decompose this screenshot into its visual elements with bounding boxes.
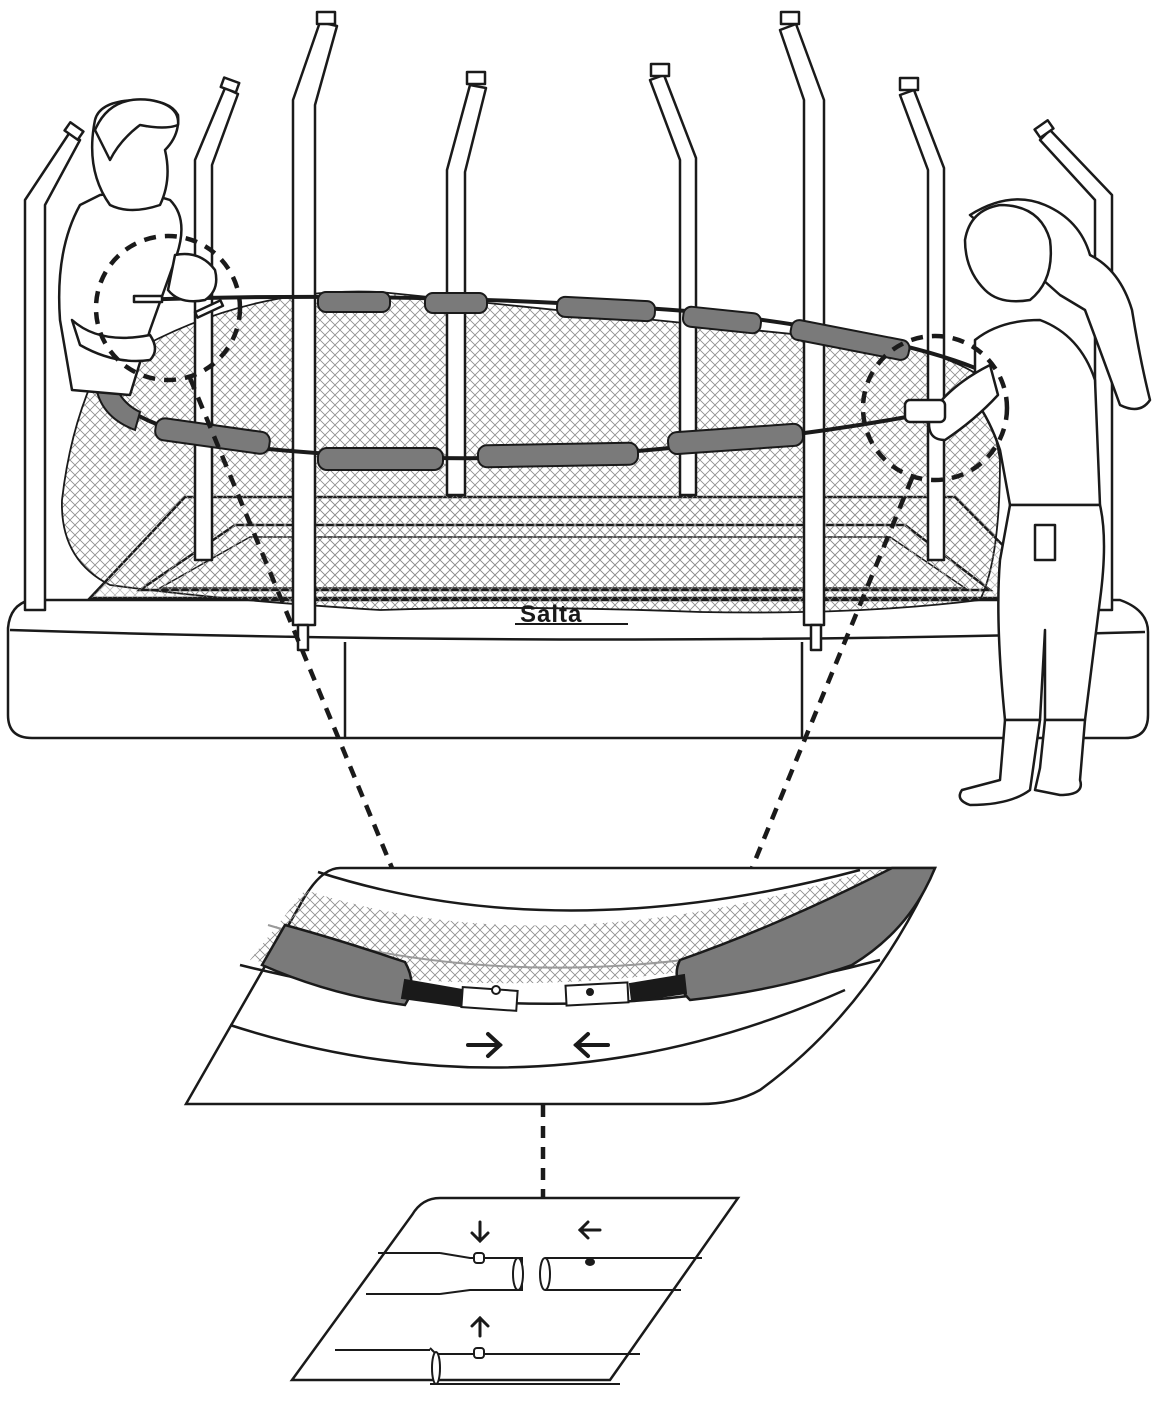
- tube-pair-upper: [366, 1252, 702, 1295]
- callout-circles: [93, 233, 1010, 483]
- arrow-left-icon: [573, 1032, 610, 1058]
- tube-lower-locked: [335, 1347, 640, 1385]
- person-left-icon: [57, 98, 225, 397]
- overview-panel: Salta: [6, 10, 1152, 1198]
- arrow-right-icon: [466, 1032, 503, 1058]
- arrow-up-icon: [470, 1315, 490, 1338]
- frame-poles: [23, 10, 1114, 652]
- foam-padding: [93, 291, 911, 471]
- zoom-connect-tubes-panel: [183, 866, 937, 1106]
- top-ring: [93, 291, 991, 471]
- arrow-down-icon: [470, 1220, 490, 1244]
- tube-ends: [400, 973, 688, 1012]
- leader-lines: [187, 377, 915, 1198]
- person-right-icon: [903, 198, 1152, 807]
- foam-pad-right: [675, 866, 937, 1002]
- arrow-left-small-icon: [577, 1220, 602, 1240]
- zoom-pin-lock-panel: [289, 1196, 741, 1385]
